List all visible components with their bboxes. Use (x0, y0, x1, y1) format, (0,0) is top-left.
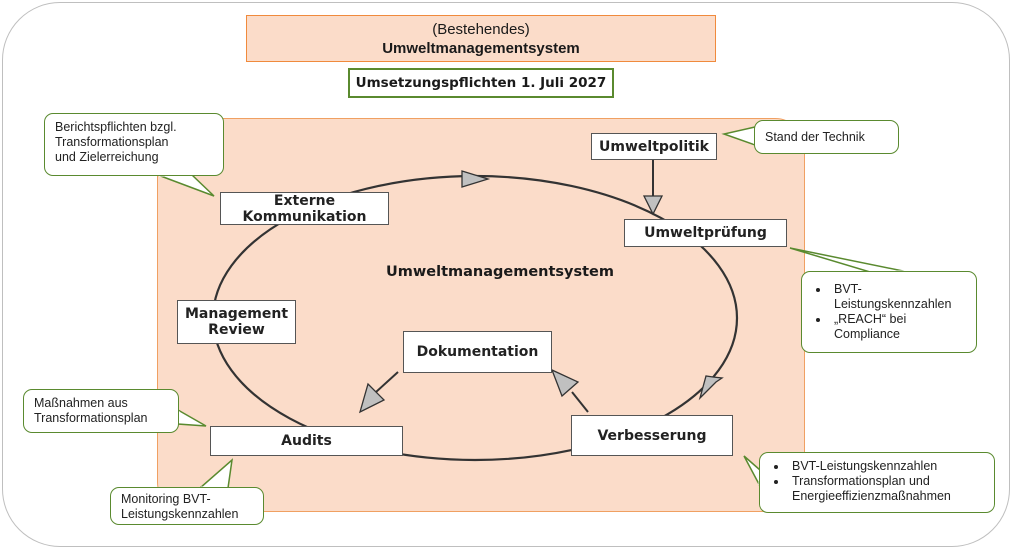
box-dokumentation: Dokumentation (403, 331, 552, 373)
tail-stand (721, 126, 756, 147)
callout-berichtspflichten: Berichtspflichten bzgl. Transformationsp… (44, 113, 224, 176)
externe-line2: Kommunikation (242, 208, 367, 225)
cycle-arrow-right (698, 375, 724, 401)
tail-bvt-reach (789, 247, 909, 273)
callout-massnahmen: Maßnahmen aus Transformationsplan (23, 389, 179, 433)
externe-line1: Externe (273, 192, 336, 209)
berichtspflichten-line3: und Zielerreichung (55, 150, 159, 164)
box-management-review: Management Review (177, 300, 296, 344)
policy-arrowhead (642, 195, 664, 216)
title-line1: (Bestehendes) (432, 20, 530, 38)
doku-audit-arrowhead (358, 382, 386, 414)
tail-monitoring (198, 458, 234, 489)
box-verbesserung: Verbesserung (571, 415, 733, 456)
cycle-arrow-top (461, 170, 491, 188)
center-label: Umweltmanagementsystem (385, 264, 614, 280)
tail-verbesserung (743, 455, 761, 487)
review-line1: Management (184, 306, 289, 322)
tail-berichtspflichten (157, 174, 215, 197)
box-umweltpruefung: Umweltprüfung (624, 219, 787, 247)
doku-audit-connector (375, 371, 399, 393)
box-umweltpolitik: Umweltpolitik (591, 133, 717, 160)
bvt-reach-item-1: BVT-Leistungskennzahlen (830, 282, 966, 312)
callout-monitoring: Monitoring BVT- Leistungskennzahlen (110, 487, 264, 525)
title-line2: Umweltmanagementsystem (382, 39, 580, 57)
verb-doku-arrowhead (550, 368, 580, 398)
monitoring-line1: Monitoring BVT- (121, 492, 211, 506)
massnahmen-line1: Maßnahmen aus (34, 396, 128, 410)
berichtspflichten-line1: Berichtspflichten bzgl. (55, 120, 177, 134)
berichtspflichten-line2: Transformationsplan (55, 135, 169, 149)
verbesserung-item-2: Transformationsplan und Energieeffizienz… (788, 474, 984, 504)
review-line2: Review (208, 322, 265, 338)
massnahmen-line2: Transformationsplan (34, 411, 148, 425)
box-externe-kommunikation: Externe Kommunikation (220, 192, 389, 225)
callout-stand-der-technik: Stand der Technik (754, 120, 899, 154)
verb-doku-connector (571, 391, 589, 413)
callout-bvt-reach: BVT-Leistungskennzahlen „REACH“ bei Comp… (801, 271, 977, 353)
stand-text: Stand der Technik (765, 129, 865, 144)
monitoring-line2: Leistungskennzahlen (121, 507, 239, 521)
bvt-reach-item-2: „REACH“ bei Compliance (830, 312, 966, 342)
deadline-box: Umsetzungspflichten 1. Juli 2027 (348, 68, 614, 98)
callout-verbesserung: BVT-Leistungskennzahlen Transformationsp… (759, 452, 995, 513)
title-box: (Bestehendes) Umweltmanagementsystem (246, 15, 716, 62)
tail-massnahmen (177, 408, 207, 427)
verbesserung-item-1: BVT-Leistungskennzahlen (788, 459, 984, 474)
box-audits: Audits (210, 426, 403, 456)
